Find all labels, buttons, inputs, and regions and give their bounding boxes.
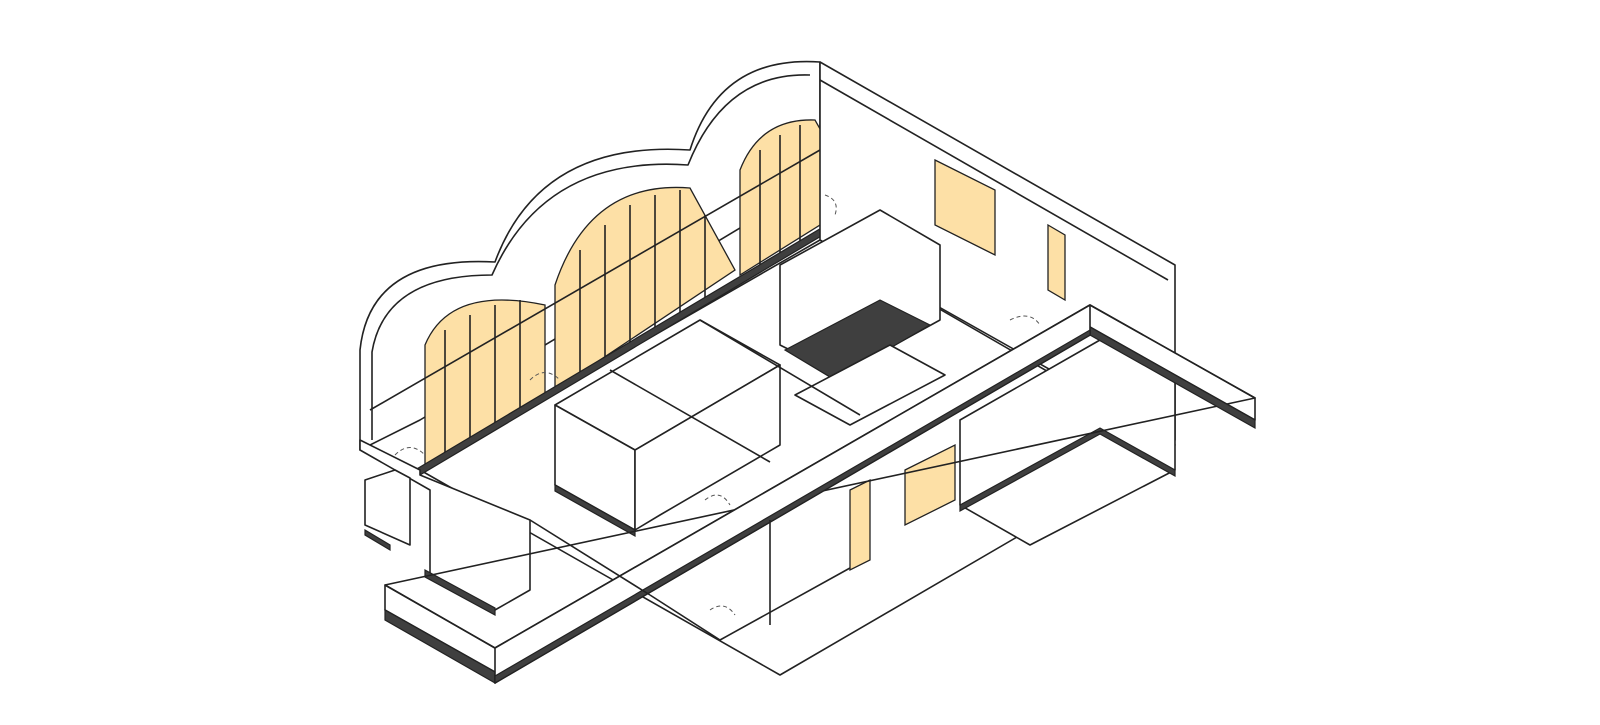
vaulted-back-wall	[359, 60, 866, 476]
floor-beams	[529, 319, 861, 641]
left-lower-wall	[359, 439, 531, 611]
doorway	[364, 469, 411, 546]
long-beam	[384, 304, 1256, 685]
central-box-side	[634, 364, 781, 531]
door-panel	[1047, 223, 1066, 302]
yellow-door-lower-2	[849, 478, 871, 572]
vault-infill-left	[424, 299, 546, 467]
door-swings	[394, 194, 1041, 616]
vault-infill-middle	[554, 186, 736, 392]
window	[934, 158, 996, 257]
stair-landing	[794, 344, 946, 426]
